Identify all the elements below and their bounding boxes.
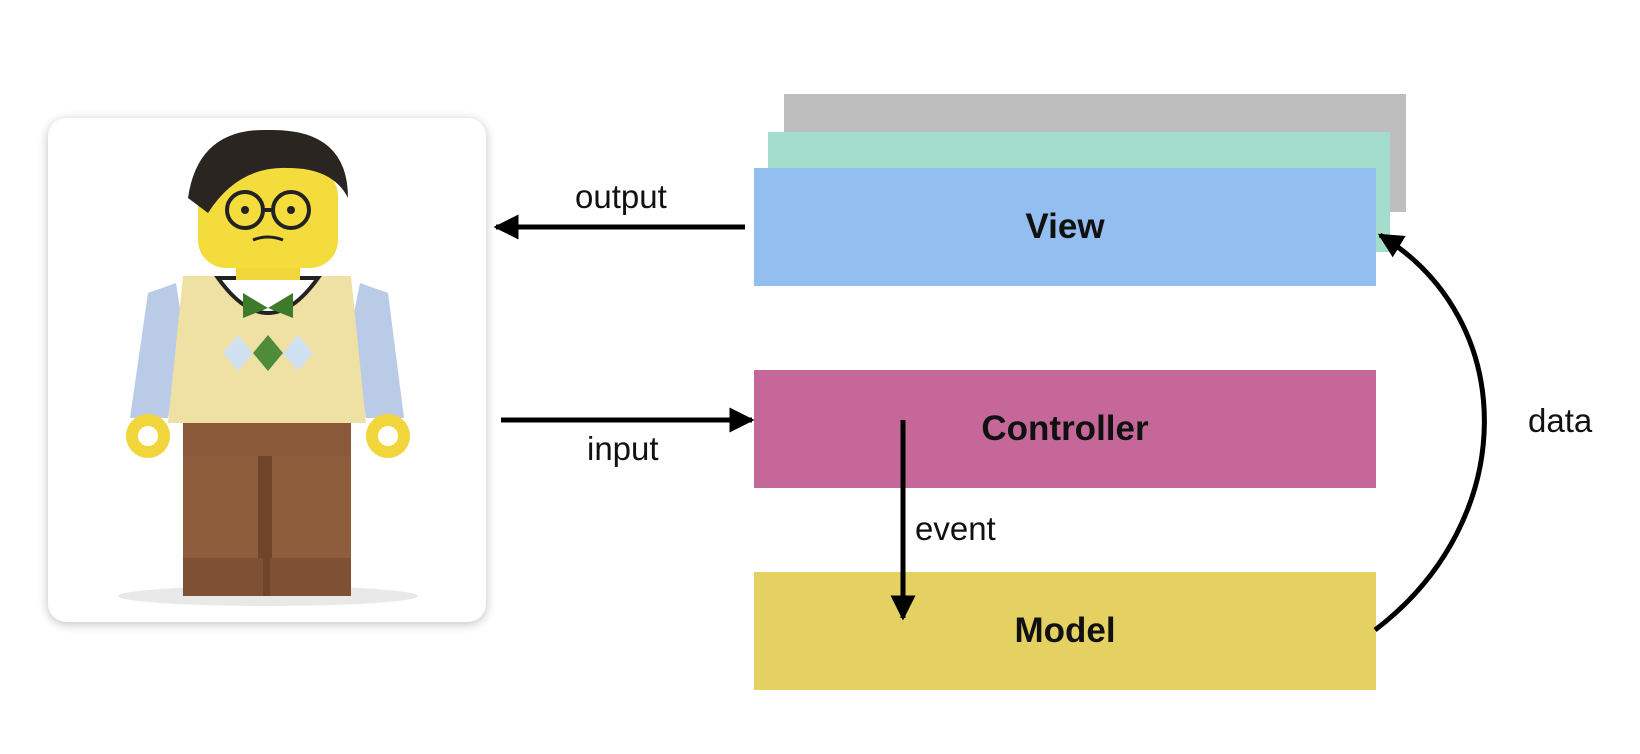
view-node: View [754, 168, 1376, 286]
controller-node: Controller [754, 370, 1376, 488]
data-arrow [1373, 232, 1487, 632]
input-edge-label: input [587, 430, 659, 467]
user-minifigure-image [48, 118, 486, 622]
controller-label: Controller [981, 409, 1149, 448]
lego-minifigure-icon [118, 129, 418, 606]
event-edge-label: event [915, 510, 996, 547]
model-node: Model [754, 572, 1376, 690]
output-edge-label: output [575, 178, 667, 215]
data-edge-label: data [1528, 402, 1593, 439]
model-label: Model [1014, 611, 1116, 650]
view-label: View [1025, 207, 1105, 246]
